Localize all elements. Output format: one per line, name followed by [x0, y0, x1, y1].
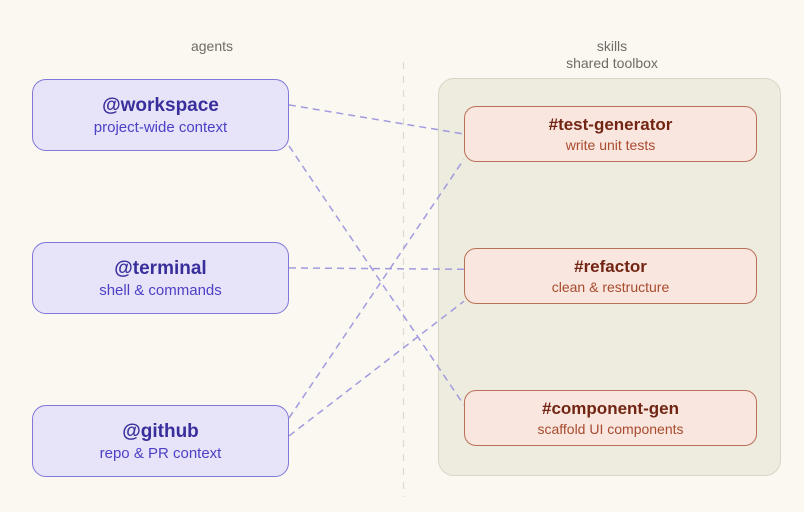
- agent-node-github: @github repo & PR context: [32, 405, 289, 477]
- agents-header-label: agents: [190, 38, 234, 54]
- agent-workspace-subtitle: project-wide context: [93, 118, 228, 136]
- skill-test-generator-title: #test-generator: [548, 115, 673, 134]
- agents-column-header: agents: [112, 38, 312, 55]
- agent-github-subtitle: repo & PR context: [99, 444, 222, 462]
- skill-component-gen-subtitle: scaffold UI components: [537, 421, 684, 437]
- skill-component-gen-title: #component-gen: [542, 399, 679, 418]
- skill-node-component-gen: #component-gen scaffold UI components: [464, 390, 757, 446]
- agent-node-terminal: @terminal shell & commands: [32, 242, 289, 314]
- skill-node-refactor: #refactor clean & restructure: [464, 248, 757, 304]
- agent-terminal-title: @terminal: [114, 257, 207, 279]
- skills-column-header: skills shared toolbox: [512, 38, 712, 72]
- agent-node-workspace: @workspace project-wide context: [32, 79, 289, 151]
- skills-header-line1: skills: [596, 38, 628, 54]
- agent-terminal-subtitle: shell & commands: [99, 281, 222, 299]
- agent-github-title: @github: [122, 420, 199, 442]
- skill-refactor-subtitle: clean & restructure: [551, 279, 670, 295]
- skills-header-line2: shared toolbox: [566, 55, 658, 71]
- skill-node-test-generator: #test-generator write unit tests: [464, 106, 757, 162]
- skills-toolbox-container: #test-generator write unit tests #refact…: [438, 78, 781, 476]
- skill-test-generator-subtitle: write unit tests: [565, 137, 656, 153]
- agent-workspace-title: @workspace: [102, 94, 219, 116]
- skill-refactor-title: #refactor: [574, 257, 647, 276]
